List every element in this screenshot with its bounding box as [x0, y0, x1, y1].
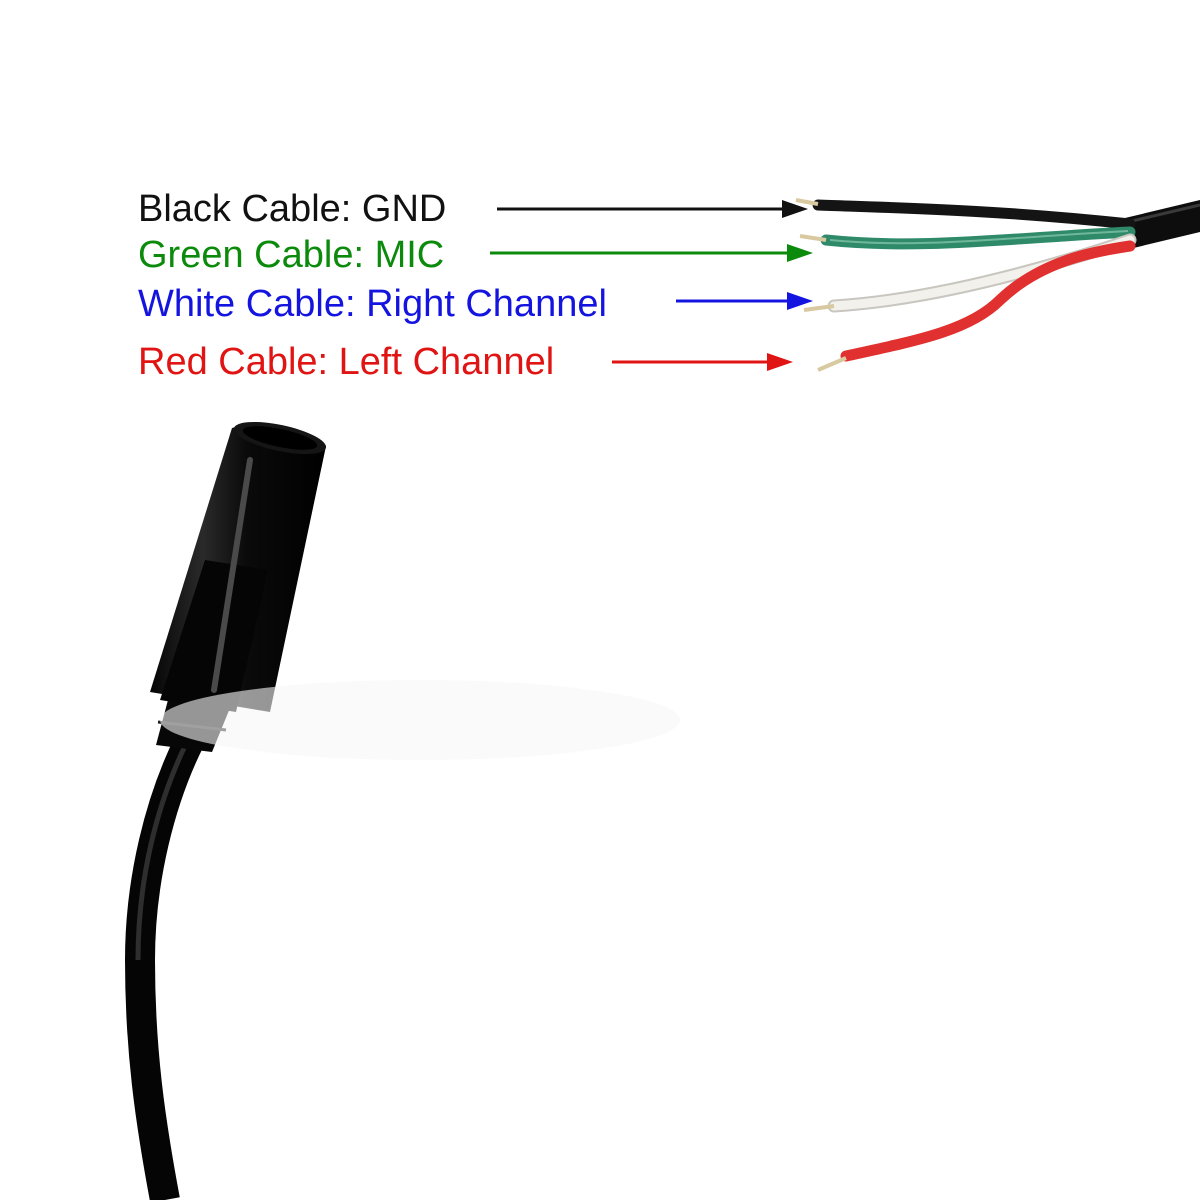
label-black-cable: Black Cable: GND: [138, 188, 447, 230]
arrow-icon-blue: [676, 292, 813, 310]
cable-jacket: [1125, 200, 1200, 250]
label-red-cable: Red Cable: Left Channel: [138, 341, 555, 383]
arrow-icon-green: [490, 244, 813, 262]
shadow: [160, 680, 680, 760]
green-wire: [799, 226, 1136, 250]
arrow-icon-black: [497, 200, 808, 218]
black-wire: [795, 198, 1136, 230]
red-wire: [817, 240, 1136, 372]
arrow-icon-red: [612, 353, 793, 371]
label-green-cable: Green Cable: MIC: [138, 234, 445, 276]
label-white-cable: White Cable: Right Channel: [138, 283, 607, 325]
audio-jack-icon: [124, 421, 327, 1200]
